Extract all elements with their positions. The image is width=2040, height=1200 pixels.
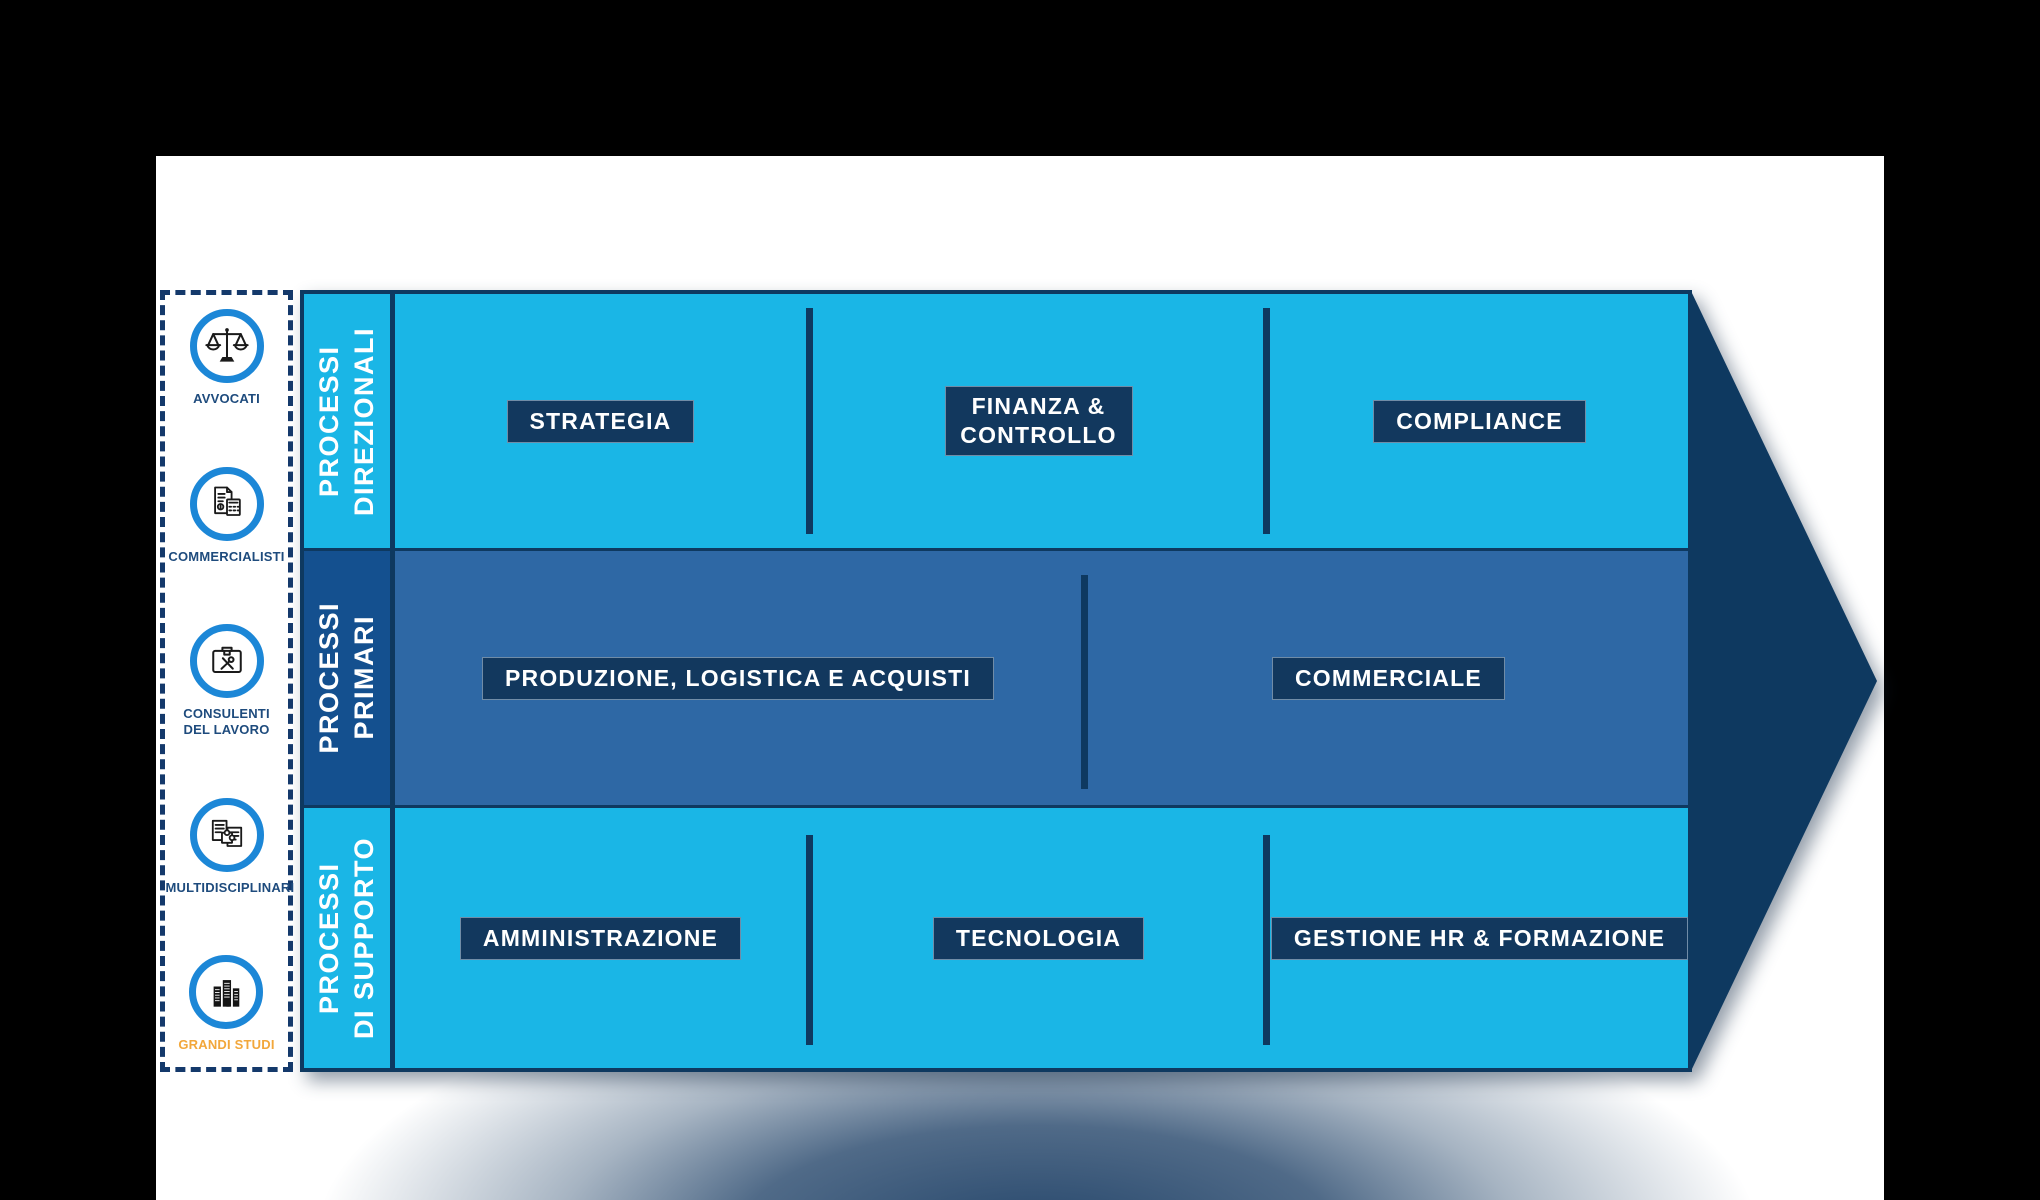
sidebar-item-multidisciplinari: MULTIDISCIPLINARI — [165, 797, 295, 896]
band-label-strip: PROCESSI DI SUPPORTO — [304, 808, 395, 1068]
band-label-strip: PROCESSI DIREZIONALI — [304, 294, 395, 548]
sidebar-item-label: AVVOCATI — [193, 391, 260, 406]
process-box-tecnologia: TECNOLOGIA — [932, 916, 1145, 960]
sidebar-item-grandi-studi: GRANDI STUDI — [178, 955, 274, 1053]
band-label: PROCESSI DI SUPPORTO — [313, 836, 379, 1040]
toolbox-icon — [189, 624, 264, 699]
column-divider — [806, 308, 813, 534]
band-cell: COMPLIANCE — [1271, 294, 1688, 548]
band-cell: COMMERCIALE — [1089, 551, 1688, 805]
invoice-calculator-icon — [189, 466, 264, 541]
buildings-icon — [189, 955, 264, 1030]
band-cell: PRODUZIONE, LOGISTICA E ACQUISTI — [395, 551, 1081, 805]
process-box-strategia: STRATEGIA — [506, 399, 695, 443]
column-divider — [1081, 575, 1088, 789]
band-content: PRODUZIONE, LOGISTICA E ACQUISTI COMMERC… — [395, 551, 1688, 805]
band-processi-direzionali: PROCESSI DIREZIONALI STRATEGIA FINANZA &… — [304, 294, 1688, 548]
band-content: STRATEGIA FINANZA & CONTROLLO COMPLIANCE — [395, 294, 1688, 548]
band-cell: AMMINISTRAZIONE — [395, 808, 806, 1068]
sidebar-item-label: GRANDI STUDI — [178, 1037, 275, 1053]
band-processi-primari: PROCESSI PRIMARI PRODUZIONE, LOGISTICA E… — [304, 551, 1688, 805]
sidebar-item-commercialisti: COMMERCIALISTI — [168, 466, 285, 565]
band-cell: GESTIONE HR & FORMAZIONE — [1270, 808, 1689, 1068]
band-label: PROCESSI PRIMARI — [313, 602, 379, 754]
professional-categories-sidebar: AVVOCATI COMMERCIALISTI — [160, 290, 295, 1072]
sidebar-item-label: MULTIDISCIPLINARI — [165, 879, 295, 895]
column-divider — [1263, 835, 1270, 1045]
band-label-strip: PROCESSI PRIMARI — [304, 551, 395, 805]
column-divider — [806, 835, 813, 1045]
band-cell: FINANZA & CONTROLLO — [814, 294, 1263, 548]
process-box-produzione: PRODUZIONE, LOGISTICA E ACQUISTI — [481, 656, 995, 700]
process-map-diagram: PROCESSI DIREZIONALI STRATEGIA FINANZA &… — [300, 290, 1878, 1072]
sidebar-item-avvocati: AVVOCATI — [189, 309, 264, 407]
process-box-gestione-hr: GESTIONE HR & FORMAZIONE — [1270, 916, 1689, 960]
process-box-amministrazione: AMMINISTRAZIONE — [459, 916, 742, 960]
process-box-finanza-controllo: FINANZA & CONTROLLO — [944, 386, 1133, 456]
band-cell: STRATEGIA — [395, 294, 806, 548]
band-content: AMMINISTRAZIONE TECNOLOGIA GESTIONE HR &… — [395, 808, 1689, 1068]
process-arrow-head-icon — [1691, 291, 1877, 1071]
band-processi-di-supporto: PROCESSI DI SUPPORTO AMMINISTRAZIONE TEC… — [304, 808, 1689, 1068]
sidebar-item-consulenti: CONSULENTI DEL LAVORO — [171, 624, 283, 737]
process-box-commerciale: COMMERCIALE — [1272, 656, 1505, 700]
process-box-compliance: COMPLIANCE — [1373, 399, 1586, 443]
band-cell: TECNOLOGIA — [814, 808, 1263, 1068]
scales-of-justice-icon — [189, 309, 264, 383]
puzzle-documents-icon — [189, 797, 264, 872]
process-bands: PROCESSI DIREZIONALI STRATEGIA FINANZA &… — [300, 290, 1692, 1072]
column-divider — [1263, 308, 1270, 534]
sidebar-item-label: CONSULENTI DEL LAVORO — [183, 706, 270, 737]
sidebar-item-label: COMMERCIALISTI — [168, 548, 285, 564]
band-label: PROCESSI DIREZIONALI — [313, 326, 379, 516]
